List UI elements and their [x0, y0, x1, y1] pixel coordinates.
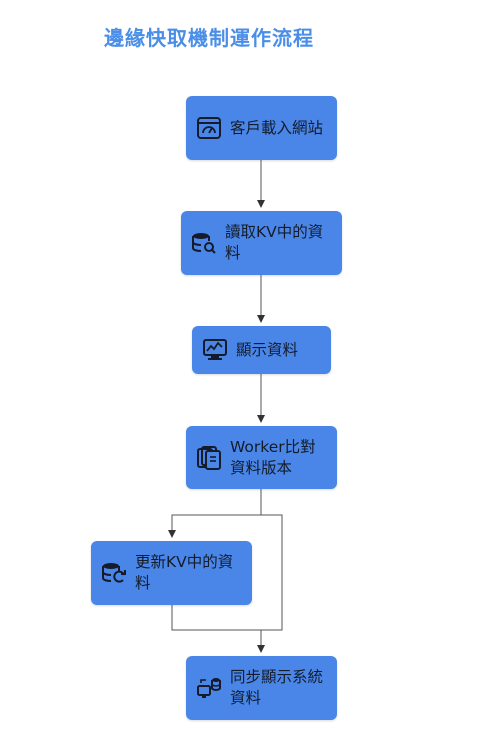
node-label: Worker比對資料版本 [230, 437, 316, 477]
files-compare-icon [196, 445, 222, 471]
node-update-kv[interactable]: 更新KV中的資料 [91, 541, 252, 605]
node-sync-display[interactable]: 同步顯示系統資料 [186, 656, 337, 720]
node-label: 讀取KV中的資料 [225, 223, 324, 262]
node-label: 同步顯示系統資料 [230, 668, 324, 707]
sync-devices-icon [196, 675, 222, 701]
node-label: 顯示資料 [236, 340, 299, 359]
node-label: 客戶載入網站 [230, 118, 324, 137]
diagram-title: 邊緣快取機制運作流程 [104, 26, 314, 50]
node-show-data[interactable]: 顯示資料 [192, 326, 331, 374]
monitor-chart-icon [202, 337, 228, 363]
node-read-kv[interactable]: 讀取KV中的資料 [181, 211, 342, 275]
edge-update-sync [171, 605, 261, 631]
node-load-website[interactable]: 客戶載入網站 [186, 96, 337, 160]
node-label: 更新KV中的資料 [135, 553, 234, 592]
dashboard-icon [196, 115, 222, 141]
database-refresh-icon [101, 560, 127, 586]
edge-compare-sync [257, 514, 283, 653]
database-search-icon [191, 230, 217, 256]
edge-compare-update [168, 489, 262, 538]
node-worker-compare[interactable]: Worker比對資料版本 [186, 426, 337, 489]
